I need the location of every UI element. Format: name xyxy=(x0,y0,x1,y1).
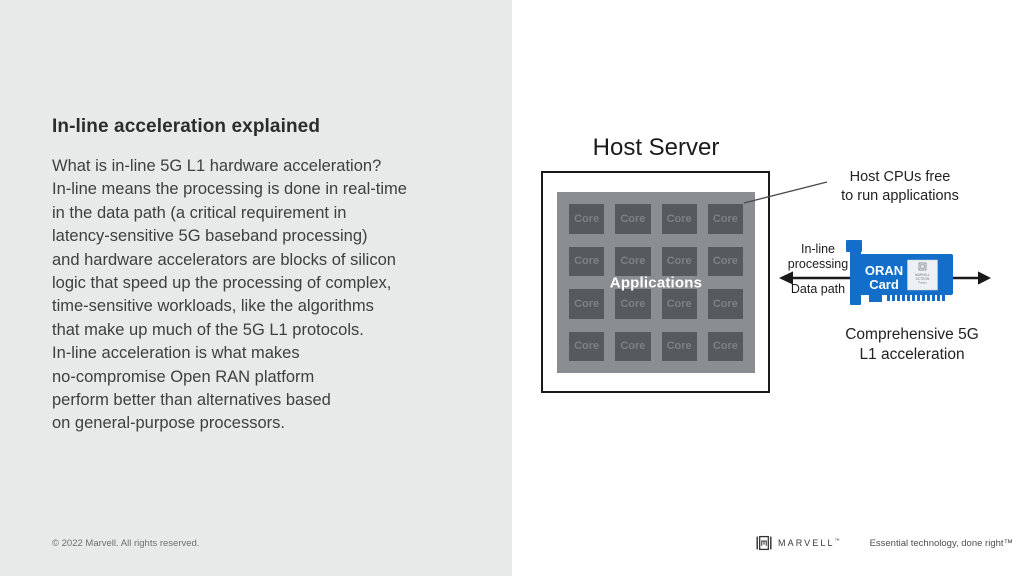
page-title: In-line acceleration explained xyxy=(52,116,321,137)
trademark-symbol: ™ xyxy=(834,538,840,544)
cpu-core: Core xyxy=(661,289,697,319)
card-connector-teeth xyxy=(887,295,945,301)
cpu-core: Core xyxy=(615,246,651,276)
cpu-core: Core xyxy=(661,204,697,234)
footer-brand: MARVELL™ Essential technology, done righ… xyxy=(756,535,1013,551)
cpu-core: Core xyxy=(569,204,605,234)
oran-card: ORAN Card MARVELL OCTEON Fusion xyxy=(846,240,953,305)
inline-processing-label: In-line processing xyxy=(787,242,849,271)
chip-logo-icon xyxy=(918,262,927,271)
cpu-core: Core xyxy=(615,204,651,234)
cpu-core: Core xyxy=(569,331,605,361)
body-paragraph: What is in-line 5G L1 hardware accelerat… xyxy=(52,157,407,433)
chip-text-line2: OCTEON xyxy=(916,277,930,281)
marvell-logo-icon xyxy=(756,535,772,551)
chip-text-line1: MARVELL xyxy=(915,273,930,277)
host-server-title: Host Server xyxy=(592,134,720,161)
cpu-core: Core xyxy=(661,246,697,276)
card-bracket-strip xyxy=(850,240,861,305)
data-path-label: Data path xyxy=(790,282,846,296)
marvell-logo: MARVELL™ xyxy=(756,535,840,551)
card-caption: Comprehensive 5G L1 acceleration xyxy=(845,326,979,363)
brand-tagline: Essential technology, done right™ xyxy=(869,537,1014,549)
chip-text-line3: Fusion xyxy=(918,281,927,285)
cpu-core: Core xyxy=(707,246,743,276)
cpu-core: Core xyxy=(707,331,743,361)
card-key-tab xyxy=(869,295,882,302)
card-label-line2: Card xyxy=(869,277,899,292)
card-label-line1: ORAN xyxy=(865,263,903,278)
cpu-core: Core xyxy=(661,331,697,361)
left-text-panel: In-line acceleration explained What is i… xyxy=(0,0,512,576)
cpu-core: Core xyxy=(615,289,651,319)
callout-host-cpus-label: Host CPUs free to run applications xyxy=(841,169,959,204)
cpu-core: Core xyxy=(569,246,605,276)
copyright-text: © 2022 Marvell. All rights reserved. xyxy=(52,538,200,549)
cpu-core: Core xyxy=(569,289,605,319)
marvell-wordmark: MARVELL™ xyxy=(778,538,840,548)
cpu-core: Core xyxy=(707,289,743,319)
data-path-arrow-right-head xyxy=(978,271,991,285)
cpu-core: Core xyxy=(615,331,651,361)
cpu-core: Core xyxy=(707,204,743,234)
applications-label: Applications xyxy=(609,274,703,291)
chip-logo-icon-inner xyxy=(920,264,925,269)
